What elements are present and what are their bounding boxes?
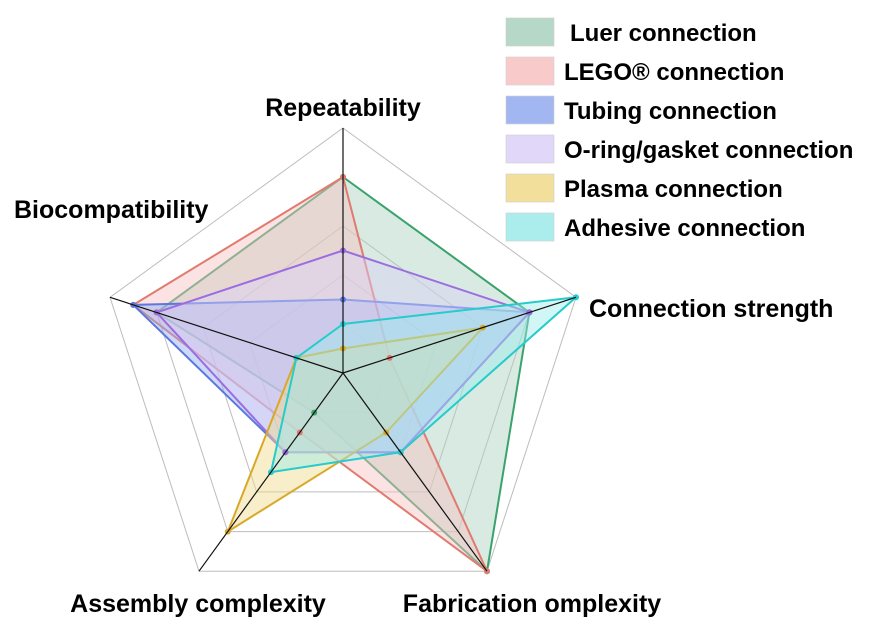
legend-swatch-5 (505, 212, 555, 242)
axis-labels: Repeatability Connection strength Fabric… (14, 94, 833, 618)
legend-label-4: Plasma connection (564, 176, 783, 203)
legend-swatch-0 (505, 17, 555, 47)
radar-axes (109, 128, 577, 572)
legend-swatch-4 (505, 173, 555, 203)
legend-swatch-3 (505, 134, 555, 164)
axis-label-connection-strength: Connection strength (589, 295, 833, 323)
legend-swatch-2 (505, 95, 555, 125)
axis-line-1 (342, 296, 577, 374)
axis-line-3 (198, 372, 344, 572)
legend-label-0: Luer connection (570, 20, 757, 47)
legend-label-3: O-ring/gasket connection (564, 137, 853, 164)
axis-label-assembly-complexity: Assembly complexity (70, 590, 326, 618)
legend-label-1: LEGO® connection (564, 59, 784, 86)
axis-label-fabrication-complexity: Fabrication omplexity (403, 590, 661, 618)
axis-label-biocompatibility: Biocompatibility (14, 196, 209, 224)
axis-line-4 (109, 296, 344, 374)
series-area-5 (270, 296, 577, 474)
axis-line-2 (342, 372, 488, 572)
legend-swatch-1 (505, 56, 555, 86)
legend-label-2: Tubing connection (564, 98, 777, 125)
axis-label-repeatability: Repeatability (265, 94, 421, 122)
series-area-1 (132, 176, 488, 573)
legend-label-5: Adhesive connection (564, 215, 805, 242)
series-area-0 (155, 176, 531, 573)
grid-ring-5 (109, 127, 577, 572)
radar-series (130, 174, 579, 575)
